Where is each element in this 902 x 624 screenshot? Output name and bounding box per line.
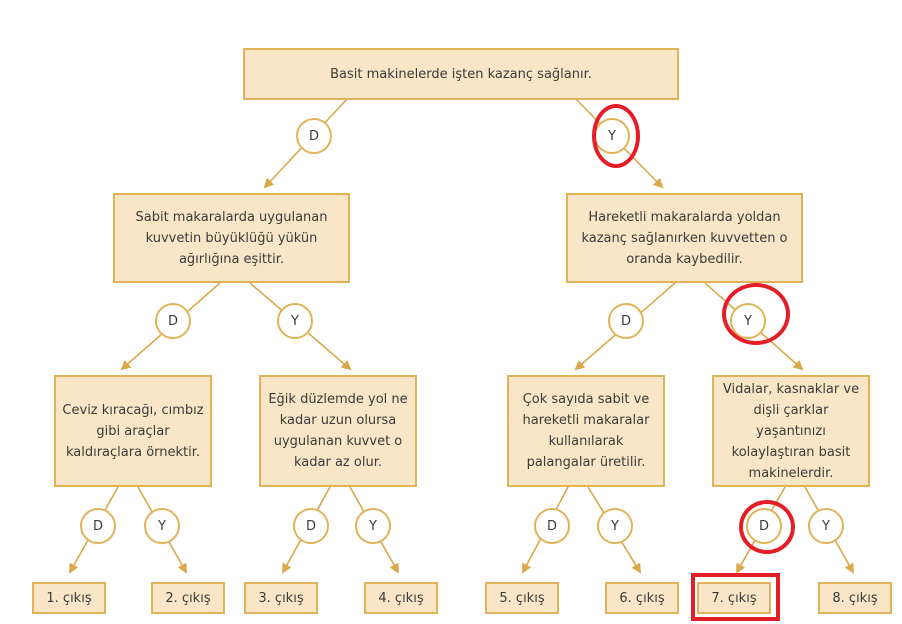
statement-box-movable-pulley: Hareketli makaralarda yoldan kazanç sağl… (566, 193, 803, 283)
branch-label: D (308, 128, 319, 144)
branch-node-true: D (534, 508, 570, 544)
branch-node-true: D (296, 118, 332, 154)
branch-label: D (620, 313, 631, 329)
output-box-4: 4. çıkış (364, 582, 438, 614)
branch-label: D (546, 518, 557, 534)
statement-box-lever: Ceviz kıracağı, cımbız gibi araçlar kald… (54, 375, 212, 487)
output-box-2: 2. çıkış (151, 582, 225, 614)
highlight-circle-level1-false (722, 283, 790, 345)
branch-node-false: Y (597, 508, 633, 544)
output-box-8: 8. çıkış (818, 582, 892, 614)
branch-node-true: D (293, 508, 329, 544)
branch-label: D (305, 518, 316, 534)
branch-node-false: Y (144, 508, 180, 544)
statement-text: Çok sayıda sabit ve hareketli makaralar … (522, 392, 650, 470)
output-label: 5. çıkış (499, 590, 545, 606)
branch-node-true: D (608, 303, 644, 339)
statement-box-fixed-pulley: Sabit makaralarda uygulanan kuvvetin büy… (113, 193, 350, 283)
output-box-5: 5. çıkış (485, 582, 559, 614)
output-label: 4. çıkış (378, 590, 424, 606)
branch-label: Y (158, 518, 166, 534)
output-label: 8. çıkış (832, 590, 878, 606)
output-box-7: 7. çıkış (697, 582, 771, 614)
highlight-circle-level2-true (739, 500, 795, 554)
output-box-6: 6. çıkış (605, 582, 679, 614)
output-label: 1. çıkış (46, 590, 92, 606)
highlight-circle-root-false (592, 104, 640, 168)
branch-label: Y (822, 518, 830, 534)
statement-text: Sabit makaralarda uygulanan kuvvetin büy… (135, 209, 328, 267)
branch-node-false: Y (355, 508, 391, 544)
root-statement-text: Basit makinelerde işten kazanç sağlanır. (330, 66, 592, 82)
output-label: 2. çıkış (165, 590, 211, 606)
branch-label: D (92, 518, 103, 534)
output-label: 6. çıkış (619, 590, 665, 606)
branch-label: D (167, 313, 178, 329)
statement-text: Vidalar, kasnaklar ve dişli çarklar yaşa… (722, 381, 860, 481)
statement-text: Ceviz kıracağı, cımbız gibi araçlar kald… (62, 402, 204, 460)
statement-text: Hareketli makaralarda yoldan kazanç sağl… (581, 209, 788, 267)
statement-text: Eğik düzlemde yol ne kadar uzun olursa u… (268, 392, 408, 470)
branch-label: Y (611, 518, 619, 534)
output-label: 7. çıkış (711, 590, 757, 606)
branch-node-false: Y (277, 303, 313, 339)
statement-box-inclined-plane: Eğik düzlemde yol ne kadar uzun olursa u… (259, 375, 417, 487)
statement-box-block-and-tackle: Çok sayıda sabit ve hareketli makaralar … (507, 375, 665, 487)
branch-node-true: D (80, 508, 116, 544)
branch-node-false: Y (808, 508, 844, 544)
branch-label: Y (369, 518, 377, 534)
output-box-3: 3. çıkış (244, 582, 318, 614)
root-statement-box: Basit makinelerde işten kazanç sağlanır. (243, 48, 679, 100)
highlight-box-output-7 (691, 573, 780, 621)
output-box-1: 1. çıkış (32, 582, 106, 614)
branch-node-true: D (155, 303, 191, 339)
branch-label: Y (291, 313, 299, 329)
output-label: 3. çıkış (258, 590, 304, 606)
statement-box-screws-gears: Vidalar, kasnaklar ve dişli çarklar yaşa… (712, 375, 870, 487)
